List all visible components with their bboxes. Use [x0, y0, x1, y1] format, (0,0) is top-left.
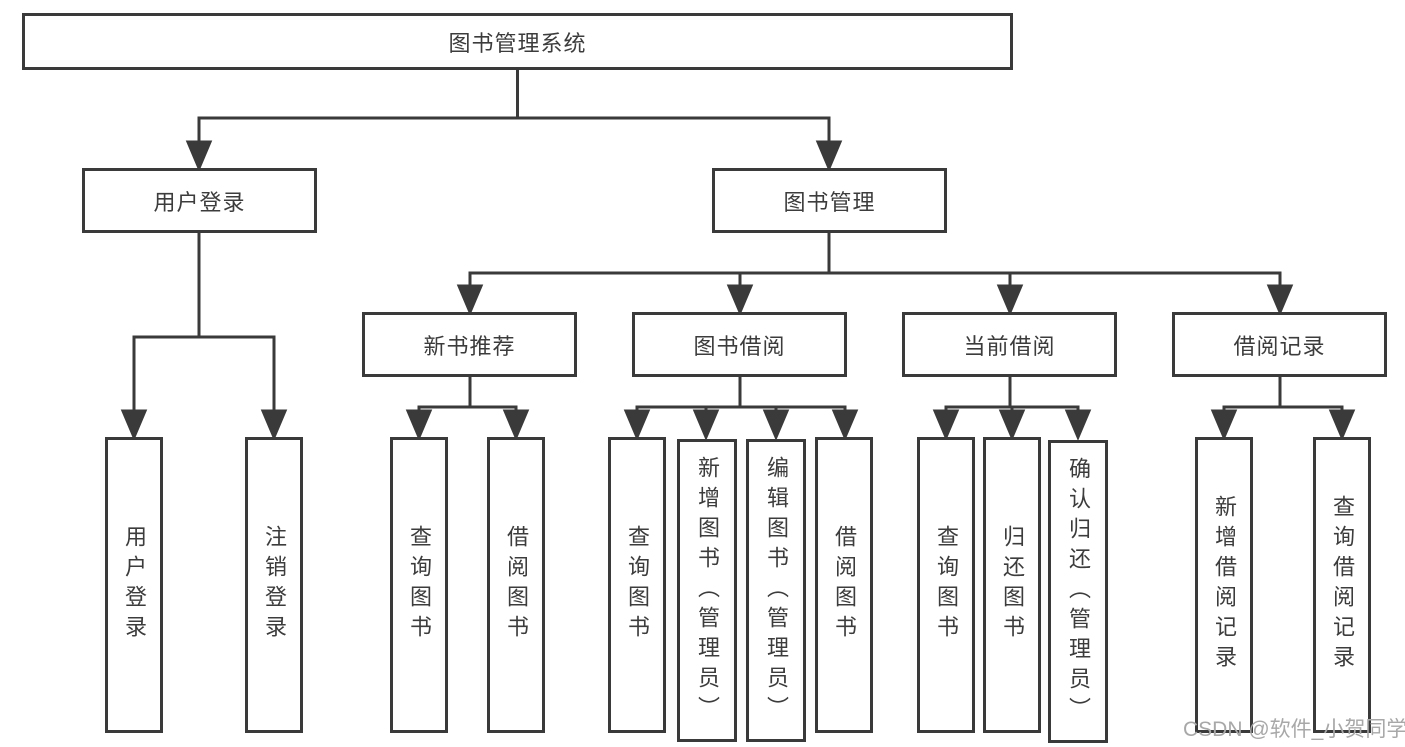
- leaf-label: 借阅图书: [832, 525, 857, 645]
- leaf-query-books-current: 查询图书: [917, 437, 975, 733]
- leaf-add-borrow-record: 新增借阅记录: [1195, 437, 1253, 733]
- node-label: 图书管理系统: [448, 30, 587, 56]
- leaf-query-books-borrow: 查询图书: [608, 437, 666, 733]
- leaf-label: 新增借阅记录: [1212, 495, 1237, 675]
- node-book-management: 图书管理: [712, 168, 947, 233]
- leaf-label: 查询图书: [934, 525, 959, 645]
- node-user-login: 用户登录: [82, 168, 317, 233]
- leaf-label: 用户登录: [122, 525, 147, 645]
- node-label: 图书借阅: [693, 333, 786, 359]
- leaf-borrow-books-recommend: 借阅图书: [487, 437, 545, 733]
- leaf-confirm-return-admin: 确认归还（管理员）: [1048, 440, 1108, 743]
- leaf-borrow-books: 借阅图书: [815, 437, 873, 733]
- node-label: 图书管理: [783, 189, 876, 215]
- leaf-query-books-recommend: 查询图书: [390, 437, 448, 733]
- leaf-label: 借阅图书: [504, 525, 529, 645]
- leaf-label: 编辑图书（管理员）: [764, 455, 789, 726]
- node-borrow-records: 借阅记录: [1172, 312, 1387, 377]
- node-book-borrow: 图书借阅: [632, 312, 847, 377]
- csdn-watermark: CSDN @软件_小贺同学: [1183, 718, 1405, 741]
- node-label: 新书推荐: [423, 333, 516, 359]
- leaf-query-borrow-record: 查询借阅记录: [1313, 437, 1371, 733]
- node-label: 用户登录: [153, 189, 246, 215]
- leaf-label: 查询图书: [625, 525, 650, 645]
- leaf-add-book-admin: 新增图书（管理员）: [677, 439, 737, 742]
- leaf-label: 查询图书: [407, 525, 432, 645]
- node-new-book-recommend: 新书推荐: [362, 312, 577, 377]
- leaf-user-login: 用户登录: [105, 437, 163, 733]
- node-label: 当前借阅: [963, 333, 1056, 359]
- leaf-edit-book-admin: 编辑图书（管理员）: [746, 439, 806, 742]
- leaf-label: 查询借阅记录: [1330, 495, 1355, 675]
- node-library-management-system: 图书管理系统: [22, 13, 1013, 70]
- leaf-label: 归还图书: [1000, 525, 1025, 645]
- leaf-label: 确认归还（管理员）: [1066, 456, 1091, 727]
- leaf-label: 新增图书（管理员）: [695, 455, 720, 726]
- node-label: 借阅记录: [1233, 333, 1326, 359]
- leaf-return-book: 归还图书: [983, 437, 1041, 733]
- leaf-label: 注销登录: [262, 525, 287, 645]
- leaf-logout: 注销登录: [245, 437, 303, 733]
- node-current-borrow: 当前借阅: [902, 312, 1117, 377]
